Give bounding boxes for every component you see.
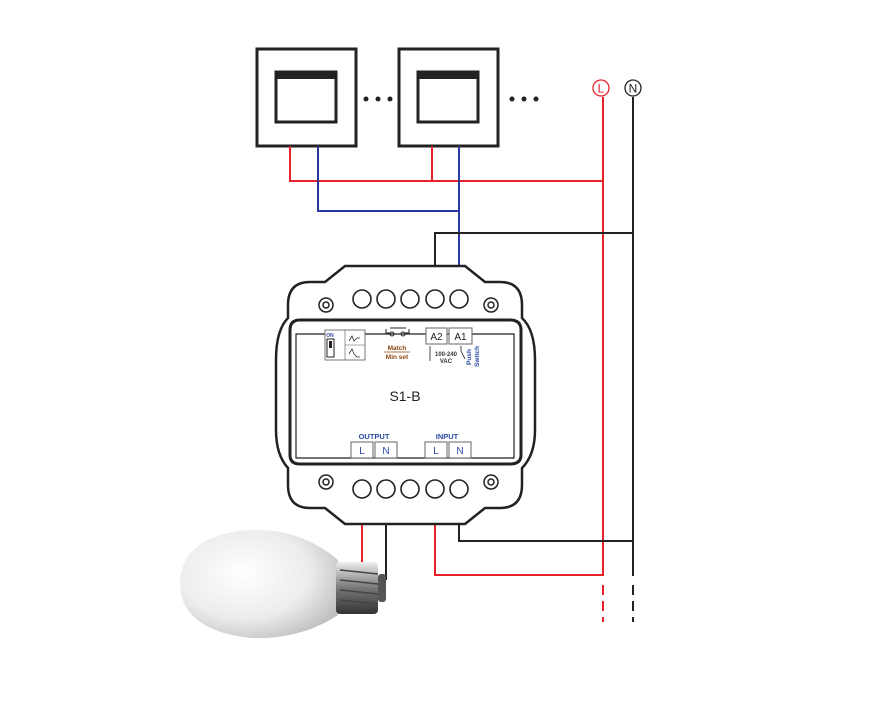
neutral-supply-label: N xyxy=(624,79,642,97)
switch-label: Switch xyxy=(474,346,481,367)
light-bulb-icon xyxy=(180,529,386,639)
output-l-label: L xyxy=(359,446,365,457)
vac-label: VAC xyxy=(440,359,453,365)
screw-icons xyxy=(318,297,499,490)
match-label: Match xyxy=(388,345,407,352)
output-n-label: N xyxy=(382,446,389,457)
ellipsis-dots-2 xyxy=(509,96,539,102)
min-set-label: Min set xyxy=(386,354,409,361)
terminal-a1-label: A1 xyxy=(454,332,467,343)
input-l-label: L xyxy=(433,446,439,457)
svg-text:N: N xyxy=(629,82,638,96)
top-terminals xyxy=(352,289,469,309)
match-button-icon xyxy=(385,327,410,337)
svg-text:ON: ON xyxy=(326,333,334,339)
bottom-terminals xyxy=(352,479,469,499)
ellipsis-dots-1 xyxy=(363,96,393,102)
svg-text:L: L xyxy=(598,82,605,96)
push-switch-2 xyxy=(397,47,500,148)
push-switch-1 xyxy=(255,47,358,148)
dimmer-device: ON Match Min set A2 A1 100-240 VAC Push … xyxy=(274,264,537,526)
voltage-label: 100-240 xyxy=(435,352,458,358)
live-supply-label: L xyxy=(592,79,610,97)
dip-switch-icon: ON xyxy=(324,329,366,361)
push-label: Push xyxy=(466,349,473,365)
output-label: OUTPUT xyxy=(359,432,390,441)
terminal-a2-label: A2 xyxy=(430,332,443,343)
input-label: INPUT xyxy=(436,432,459,441)
model-label: S1-B xyxy=(389,388,420,404)
input-n-label: N xyxy=(456,446,463,457)
switch-live-wire xyxy=(289,146,603,182)
